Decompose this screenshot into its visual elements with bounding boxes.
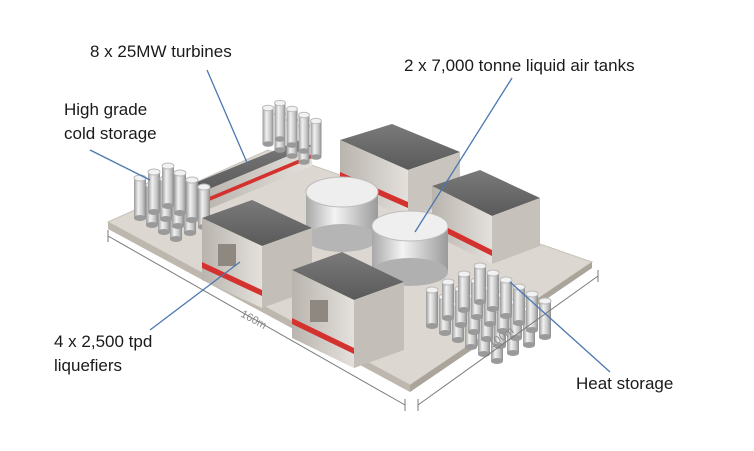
label-cold-storage-line1: High grade (64, 100, 148, 119)
label-liquefiers-line2: liquefiers (54, 356, 123, 375)
leader-liquefiers (149, 261, 241, 331)
leader-heat-storage (509, 281, 611, 373)
leader-air-tanks (414, 77, 513, 233)
liquefier-building-right (292, 252, 404, 368)
label-liquefiers: 4 x 2,500 tpd liquefiers (54, 330, 152, 378)
label-turbines: 8 x 25MW turbines (90, 42, 232, 61)
heat-storage-cylinders (425, 262, 552, 364)
liquid-air-tank-left (305, 176, 379, 252)
label-air-tanks: 2 x 7,000 tonne liquid air tanks (404, 56, 635, 75)
label-cold-storage: High grade cold storage (64, 98, 157, 146)
leader-cold-storage (89, 149, 151, 181)
back-cylinders (262, 99, 322, 165)
label-cold-storage-line2: cold storage (64, 124, 157, 143)
leader-turbines (206, 69, 249, 166)
label-liquefiers-line1: 4 x 2,500 tpd (54, 332, 153, 351)
liquid-air-tank-right (371, 210, 449, 286)
cold-storage-cylinders (133, 162, 211, 242)
label-heat-storage: Heat storage (576, 374, 674, 393)
leader-lines (89, 69, 611, 373)
liquefier-building-left (202, 200, 312, 308)
